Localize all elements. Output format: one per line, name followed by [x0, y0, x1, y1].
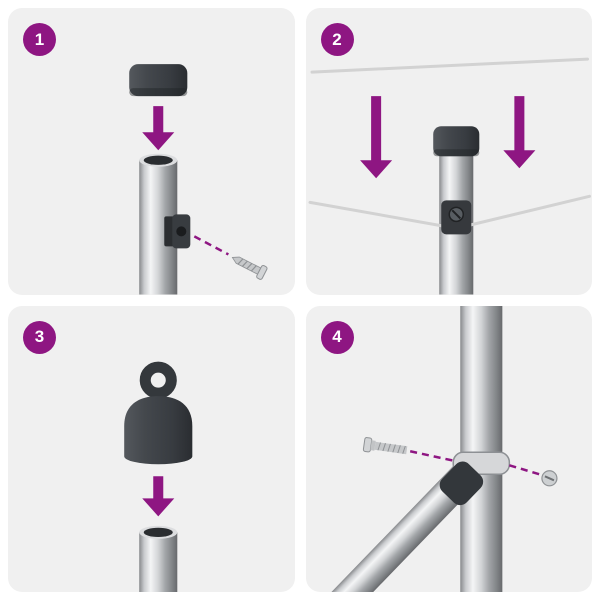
down-arrow-icon: [142, 106, 175, 151]
step-2-illustration: [308, 57, 591, 295]
step-number: 2: [332, 29, 342, 49]
step-1-illustration: [129, 64, 268, 295]
clamp-block: [164, 214, 191, 249]
step-4-illustration: [329, 305, 558, 592]
step-1-badge: 1: [23, 23, 56, 56]
brace-joint: [439, 461, 483, 505]
screw: [231, 256, 268, 280]
step-4-badge: 4: [320, 320, 354, 354]
step-number: 3: [34, 327, 45, 346]
step-panel-2: 2: [305, 8, 592, 295]
screw-head: [540, 469, 558, 486]
wire-clamp: [440, 200, 471, 235]
dashed-guide-line: [508, 463, 540, 475]
step-number: 4: [332, 327, 342, 346]
step-number: 1: [34, 29, 45, 49]
dashed-guide-line: [409, 449, 457, 462]
pole-tube: [139, 525, 178, 592]
end-cap: [129, 64, 188, 97]
step-3-badge: 3: [23, 320, 56, 354]
top-wire: [310, 57, 589, 74]
dashed-guide-line: [193, 235, 229, 256]
down-arrow-icon: [142, 475, 175, 516]
diagonal-brace: [329, 460, 480, 592]
eyelet-cap: [124, 361, 193, 464]
pole-tube: [459, 305, 502, 592]
down-arrow-icon: [502, 96, 535, 169]
down-arrow-icon: [359, 96, 392, 179]
bolt: [362, 436, 407, 454]
step-panel-3: 3: [8, 305, 295, 592]
step-3-illustration: [124, 361, 193, 592]
step-2-badge: 2: [320, 23, 354, 56]
step-panel-4: 4: [305, 305, 592, 592]
step-panel-1: 1: [8, 8, 295, 295]
